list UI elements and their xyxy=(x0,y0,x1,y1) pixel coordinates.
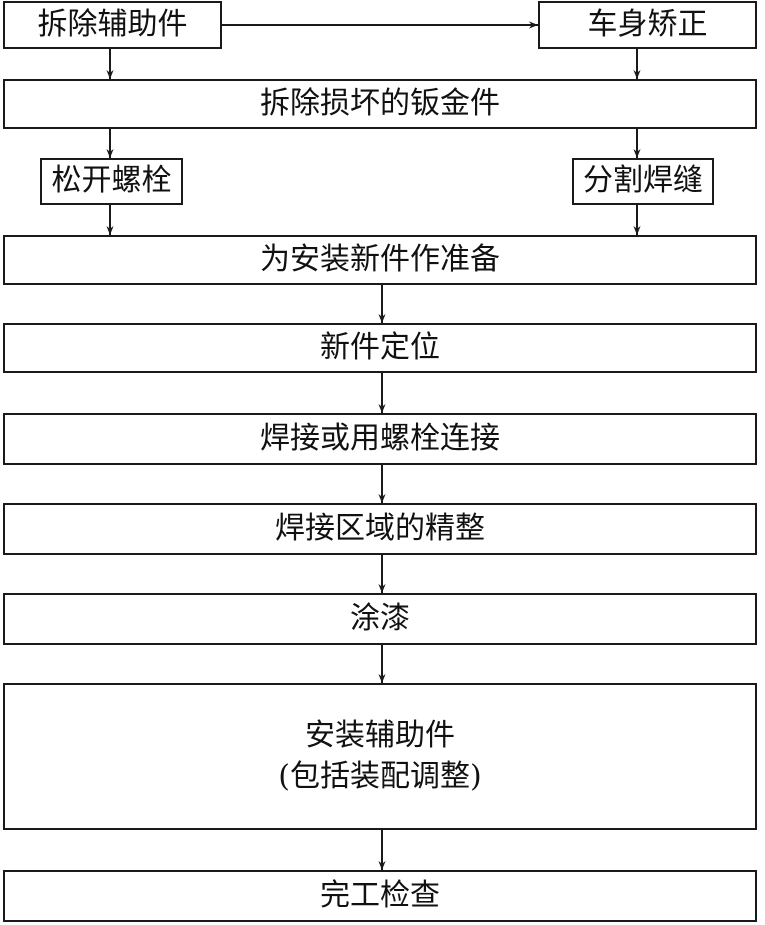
final-inspection-box: 完工检查 xyxy=(3,870,757,922)
paint-label: 涂漆 xyxy=(350,600,410,636)
cut-welds-label: 分割焊缝 xyxy=(583,163,703,199)
remove-accessories-box: 拆除辅助件 xyxy=(3,1,222,49)
finish-weld-area-box: 焊接区域的精整 xyxy=(3,503,757,555)
finish-weld-area-label: 焊接区域的精整 xyxy=(275,510,485,546)
position-new-part-label: 新件定位 xyxy=(320,329,440,365)
install-accessories-box: 安装辅助件 (包括装配调整) xyxy=(3,683,757,830)
prepare-new-part-label: 为安装新件作准备 xyxy=(260,241,500,277)
install-accessories-label: 安装辅助件 xyxy=(305,718,455,753)
body-straighten-label: 车身矫正 xyxy=(587,6,708,42)
loosen-bolts-box: 松开螺栓 xyxy=(40,158,183,205)
weld-or-bolt-box: 焊接或用螺栓连接 xyxy=(3,413,757,465)
loosen-bolts-label: 松开螺栓 xyxy=(51,163,172,199)
remove-accessories-label: 拆除辅助件 xyxy=(37,6,188,42)
position-new-part-box: 新件定位 xyxy=(3,323,757,373)
install-accessories-note: (包括装配调整) xyxy=(278,758,482,794)
weld-or-bolt-label: 焊接或用螺栓连接 xyxy=(260,420,500,456)
remove-damaged-panels-box: 拆除损坏的钣金件 xyxy=(3,79,757,129)
remove-damaged-panels-label: 拆除损坏的钣金件 xyxy=(260,85,500,121)
cut-welds-box: 分割焊缝 xyxy=(572,158,714,205)
body-straighten-box: 车身矫正 xyxy=(538,1,757,49)
paint-box: 涂漆 xyxy=(3,593,757,645)
prepare-new-part-box: 为安装新件作准备 xyxy=(3,235,757,285)
final-inspection-label: 完工检查 xyxy=(320,877,440,913)
